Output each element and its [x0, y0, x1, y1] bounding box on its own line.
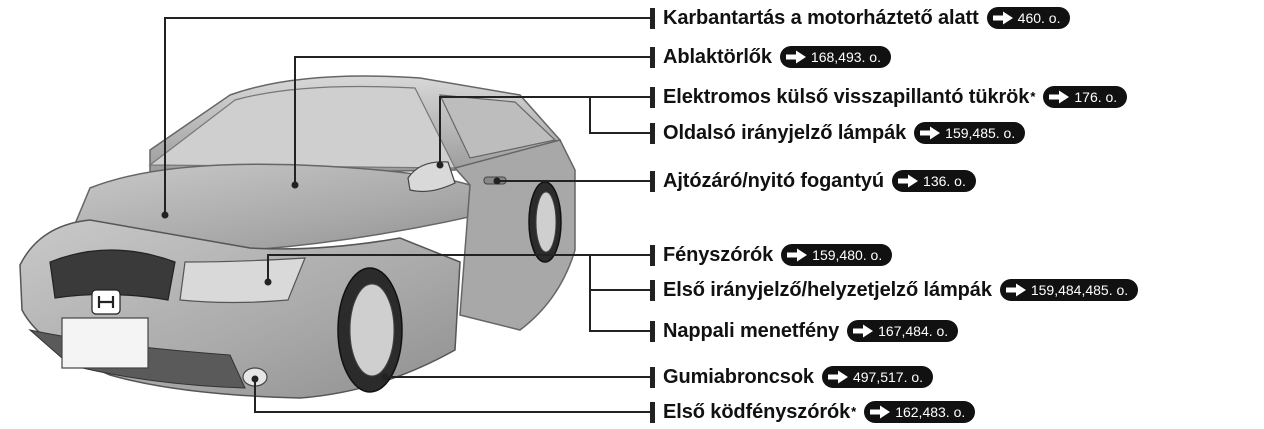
page-reference-text: 162,483. o. — [895, 404, 966, 420]
leader-line-fog — [254, 379, 650, 413]
callout-label: Ablaktörlők — [663, 45, 772, 68]
arrow-right-icon — [785, 50, 806, 64]
callout-row: Nappali menetfény 167,484. o. — [650, 318, 959, 344]
page-reference-text: 159,480. o. — [812, 247, 883, 263]
page-reference-link[interactable]: 460. o. — [986, 7, 1071, 29]
page-reference-link[interactable]: 162,483. o. — [864, 401, 976, 423]
leader-lines — [164, 17, 650, 413]
arrow-right-icon — [898, 174, 919, 188]
page-reference-link[interactable]: 168,493. o. — [779, 46, 891, 68]
callout-row: Fényszórók 159,480. o. — [650, 242, 893, 268]
page-reference-text: 159,484,485. o. — [1030, 282, 1129, 298]
leader-line-headlight — [267, 254, 650, 282]
callout-row: Első ködfényszórók*162,483. o. — [650, 399, 976, 425]
page-reference-text: 136. o. — [923, 173, 966, 189]
callout-label: Első ködfényszórók — [663, 400, 851, 423]
page-reference-link[interactable]: 136. o. — [892, 170, 976, 192]
callout-bar — [650, 7, 655, 29]
page-reference-text: 176. o. — [1074, 89, 1118, 105]
page-reference-link[interactable]: 167,484. o. — [847, 320, 959, 342]
dot-tyres — [381, 373, 389, 381]
page-reference-text: 460. o. — [1017, 10, 1061, 26]
headlight — [179, 257, 306, 304]
page-reference-link[interactable]: 176. o. — [1043, 86, 1128, 108]
callout-bar — [650, 366, 655, 388]
callout-row: Karbantartás a motorháztető alatt 460. o. — [650, 5, 1071, 31]
side-window — [439, 94, 557, 159]
callout-label: Nappali menetfény — [663, 319, 840, 342]
callout-label: Ajtózáró/nyitó fogantyú — [663, 169, 885, 192]
page-reference-text: 168,493. o. — [810, 49, 881, 65]
callout-bar — [650, 46, 655, 68]
arrow-right-icon — [920, 126, 941, 140]
dot-hood — [161, 211, 169, 219]
leader-dots — [161, 161, 501, 383]
dot-mirror — [436, 161, 444, 169]
arrow-right-icon — [870, 405, 891, 419]
arrow-right-icon — [1049, 90, 1070, 104]
arrow-right-icon — [787, 248, 808, 262]
rear-wheel — [528, 181, 562, 263]
leader-line-front-signal — [589, 255, 650, 291]
callout-label: Elektromos külső visszapillantó tükrök — [663, 85, 1030, 108]
callout-label: Karbantartás a motorháztető alatt — [663, 6, 979, 29]
callout-row: Oldalsó irányjelző lámpák 159,485. o. — [650, 120, 1026, 146]
dot-door-handle — [493, 177, 501, 185]
page-reference-text: 159,485. o. — [945, 125, 1016, 141]
callout-label: Első irányjelző/helyzetjelző lámpák — [663, 278, 992, 301]
callout-row: Gumiabroncsok 497,517. o. — [650, 364, 934, 390]
callout-row: Ajtózáró/nyitó fogantyú 136. o. — [650, 168, 976, 194]
page-reference-link[interactable]: 159,480. o. — [781, 244, 893, 266]
arrow-right-icon — [827, 370, 848, 384]
callout-row: Ablaktörlők 168,493. o. — [650, 44, 891, 70]
callout-bar — [650, 86, 655, 108]
arrow-right-icon — [992, 11, 1013, 25]
callout-label: Fényszórók — [663, 243, 774, 266]
page-reference-link[interactable]: 497,517. o. — [821, 366, 934, 388]
callout-row: Elektromos külső visszapillantó tükrök*1… — [650, 84, 1128, 110]
side-mirror — [407, 161, 456, 193]
car-illustration — [19, 75, 576, 399]
callout-bar — [650, 244, 655, 266]
leader-line-side-signal — [589, 97, 650, 134]
leader-line-hood — [164, 17, 650, 215]
callout-label: Oldalsó irányjelző lámpák — [663, 121, 907, 144]
dot-wipers — [291, 181, 299, 189]
callout-row: Első irányjelző/helyzetjelző lámpák 159,4… — [650, 277, 1139, 303]
windshield — [148, 85, 456, 169]
callout-bar — [650, 279, 655, 301]
honda-emblem-icon — [91, 289, 121, 315]
callout-label: Gumiabroncsok — [663, 365, 814, 388]
callout-bar — [650, 320, 655, 342]
callout-bar — [650, 122, 655, 144]
page-reference-text: 167,484. o. — [878, 323, 949, 339]
page-reference-text: 497,517. o. — [852, 369, 924, 385]
arrow-right-icon — [1005, 283, 1026, 297]
arrow-right-icon — [853, 324, 874, 338]
callout-bar — [650, 401, 655, 423]
dot-headlight — [264, 278, 272, 286]
dot-fog — [251, 375, 259, 383]
page-reference-link[interactable]: 159,485. o. — [914, 122, 1026, 144]
leader-line-wipers — [294, 56, 650, 185]
leader-line-drl — [589, 290, 650, 332]
front-wheel — [337, 267, 403, 393]
page-reference-link[interactable]: 159,484,485. o. — [999, 279, 1139, 301]
grille — [49, 249, 176, 301]
callout-bar — [650, 170, 655, 192]
license-plate — [61, 317, 149, 369]
leader-line-mirror — [439, 96, 650, 165]
